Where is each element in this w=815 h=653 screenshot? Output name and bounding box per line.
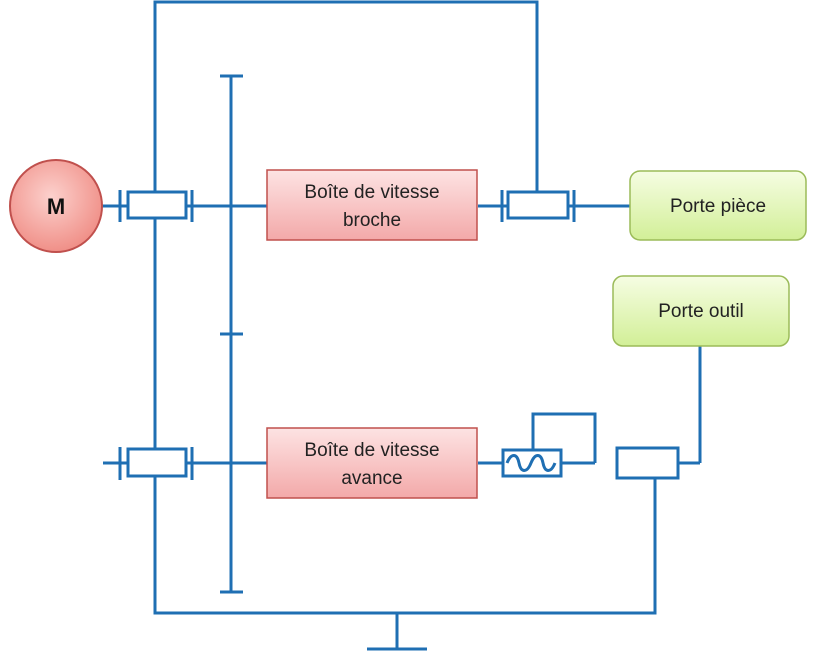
feed-bearing-left bbox=[118, 447, 194, 480]
workpiece-holder: Porte pièce bbox=[629, 170, 807, 241]
lead-screw-nut bbox=[615, 446, 680, 480]
workpiece-holder-label: Porte pièce bbox=[670, 196, 766, 217]
tool-holder: Porte outil bbox=[612, 275, 790, 347]
spindle-bearing-right bbox=[500, 190, 576, 222]
motor-label: M bbox=[47, 194, 65, 219]
clutch-symbol bbox=[501, 412, 597, 478]
spindle-gearbox: Boîte de vitesse broche bbox=[266, 169, 478, 241]
spindle-gearbox-label-line2: broche bbox=[343, 210, 401, 231]
bottom-frame-line bbox=[153, 476, 657, 615]
vertical-shaft bbox=[220, 74, 243, 594]
feed-gearbox-label-line2: avance bbox=[341, 468, 402, 489]
ground-symbol bbox=[367, 613, 427, 651]
spindle-bearing-left bbox=[118, 190, 194, 222]
feed-gearbox: Boîte de vitesse avance bbox=[266, 427, 478, 499]
feed-gearbox-label-line1: Boîte de vitesse bbox=[304, 440, 439, 461]
tool-holder-label: Porte outil bbox=[658, 301, 744, 322]
spindle-gearbox-label-line1: Boîte de vitesse bbox=[304, 182, 439, 203]
motor: M bbox=[9, 159, 103, 253]
top-frame-line bbox=[153, 0, 539, 191]
